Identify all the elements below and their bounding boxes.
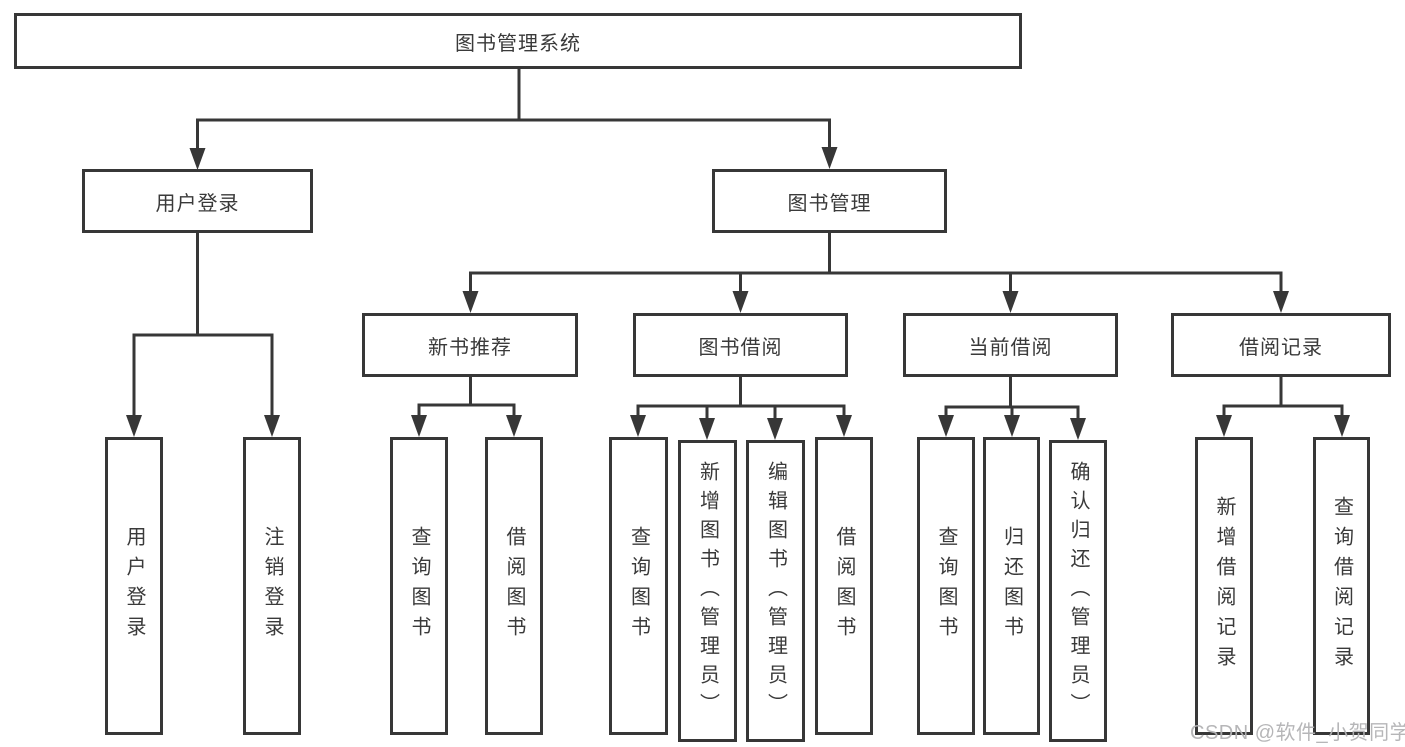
node-user-login: 用户登录 bbox=[82, 169, 313, 233]
current-borrow-children-connector bbox=[938, 377, 1086, 440]
arrowhead bbox=[767, 418, 783, 440]
csdn-watermark: CSDN @软件_小贺同学 bbox=[1190, 722, 1405, 744]
node-book-management: 图书管理 bbox=[712, 169, 947, 233]
root-to-level2-connector bbox=[189, 69, 838, 170]
arrowhead bbox=[506, 415, 522, 437]
arrowhead bbox=[938, 415, 954, 437]
book-borrow-children-connector bbox=[630, 377, 852, 440]
arrowhead bbox=[732, 291, 749, 313]
leaf-label: 归还图书 bbox=[1000, 526, 1023, 646]
leaf-logout: 注销登录 bbox=[243, 437, 301, 735]
leaf-label: 确认归还（管理员） bbox=[1067, 460, 1089, 722]
leaf-label: 查询图书 bbox=[408, 526, 430, 646]
leaf-add-books-admin: 新增图书（管理员） bbox=[678, 440, 737, 742]
leaf-label: 注销登录 bbox=[261, 526, 283, 646]
node-label: 新书推荐 bbox=[428, 336, 512, 359]
leaf-label: 借阅图书 bbox=[503, 526, 525, 646]
node-label: 图书借阅 bbox=[698, 336, 783, 359]
leaf-borrow-books: 借阅图书 bbox=[815, 437, 873, 735]
node-library-system: 图书管理系统 bbox=[14, 13, 1022, 69]
leaf-return-books: 归还图书 bbox=[983, 437, 1040, 735]
leaf-query-borrow-record: 查询借阅记录 bbox=[1313, 437, 1370, 735]
node-current-borrow: 当前借阅 bbox=[903, 313, 1118, 377]
arrowhead bbox=[264, 415, 280, 437]
arrowhead bbox=[821, 147, 838, 169]
leaf-label: 新增借阅记录 bbox=[1213, 496, 1235, 676]
node-label: 用户登录 bbox=[155, 192, 240, 215]
arrowhead bbox=[1216, 415, 1232, 437]
arrowhead bbox=[1070, 418, 1086, 440]
leaf-label: 新增图书（管理员） bbox=[696, 460, 719, 722]
node-label: 当前借阅 bbox=[968, 336, 1053, 359]
node-new-book-recommend: 新书推荐 bbox=[362, 313, 578, 377]
arrowhead bbox=[1002, 291, 1019, 313]
book-management-children-connector bbox=[462, 233, 1289, 313]
leaf-label: 编辑图书（管理员） bbox=[764, 460, 787, 722]
arrowhead bbox=[836, 415, 852, 437]
arrowhead bbox=[189, 148, 206, 170]
arrowhead bbox=[1334, 415, 1350, 437]
leaf-add-borrow-record: 新增借阅记录 bbox=[1195, 437, 1253, 735]
leaf-edit-books-admin: 编辑图书（管理员） bbox=[746, 440, 805, 742]
node-label: 图书管理 bbox=[787, 192, 872, 215]
node-label: 借阅记录 bbox=[1239, 336, 1323, 359]
leaf-query-books-current: 查询图书 bbox=[917, 437, 975, 735]
leaf-label: 查询图书 bbox=[627, 526, 650, 646]
node-borrow-records: 借阅记录 bbox=[1171, 313, 1391, 377]
leaf-label: 借阅图书 bbox=[833, 526, 855, 646]
arrowhead bbox=[411, 415, 427, 437]
leaf-label: 查询借阅记录 bbox=[1330, 496, 1353, 676]
leaf-query-books-borrow: 查询图书 bbox=[609, 437, 668, 735]
user-login-children-connector bbox=[126, 233, 280, 437]
leaf-label: 用户登录 bbox=[123, 526, 145, 646]
leaf-query-books-recommend: 查询图书 bbox=[390, 437, 448, 735]
arrowhead bbox=[126, 415, 142, 437]
arrowhead bbox=[630, 415, 646, 437]
borrow-records-children-connector bbox=[1216, 377, 1350, 437]
arrowhead bbox=[462, 291, 479, 313]
node-book-borrow: 图书借阅 bbox=[633, 313, 848, 377]
leaf-label: 查询图书 bbox=[935, 526, 957, 646]
leaf-user-login: 用户登录 bbox=[105, 437, 163, 735]
arrowhead bbox=[699, 418, 715, 440]
node-label: 图书管理系统 bbox=[455, 32, 581, 55]
new-book-recommend-children-connector bbox=[411, 377, 522, 437]
leaf-borrow-books-recommend: 借阅图书 bbox=[485, 437, 543, 735]
leaf-confirm-return-admin: 确认归还（管理员） bbox=[1049, 440, 1107, 742]
arrowhead bbox=[1004, 415, 1020, 437]
arrowhead bbox=[1273, 291, 1289, 313]
